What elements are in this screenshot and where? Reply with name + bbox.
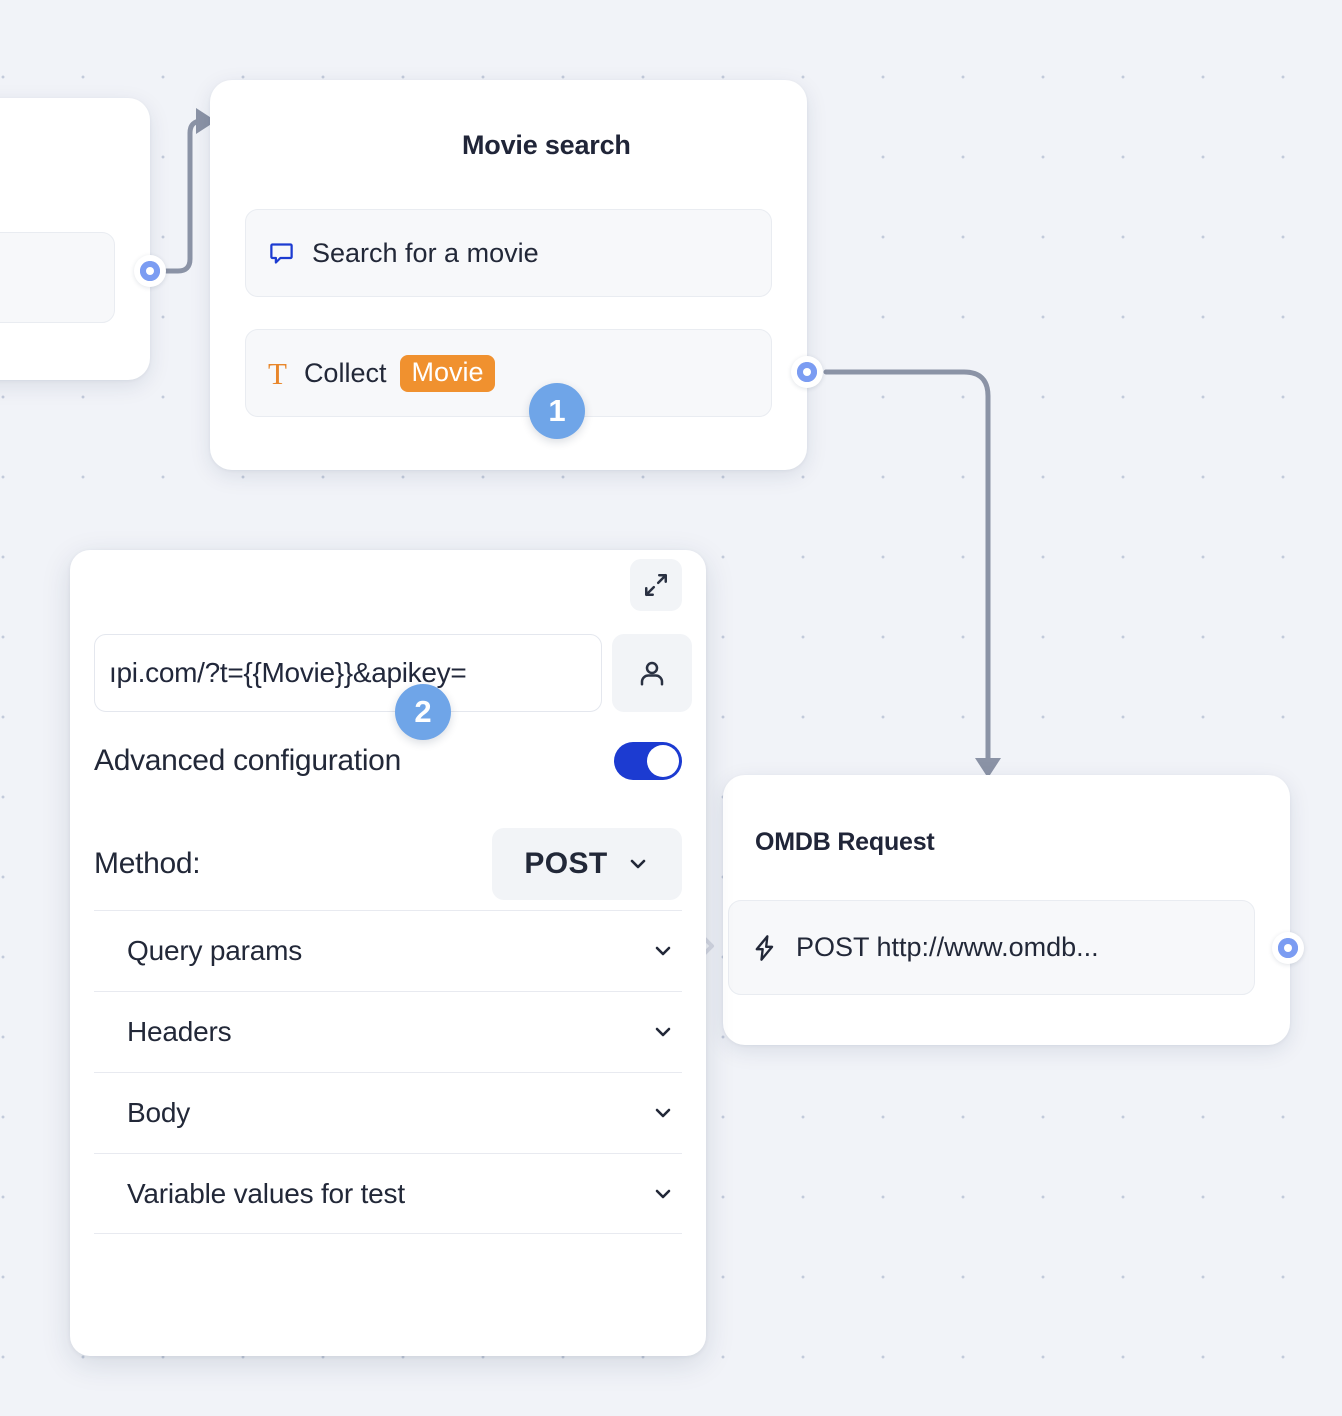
accordion-label: Headers bbox=[127, 1016, 232, 1047]
connection-handle-movie-search-output[interactable] bbox=[791, 356, 823, 388]
person-icon-button[interactable] bbox=[612, 634, 692, 712]
chevron-down-icon bbox=[651, 1182, 675, 1206]
node-row-search-for-a-movie[interactable]: Search for a movie bbox=[245, 209, 772, 297]
accordion-label: Body bbox=[127, 1097, 191, 1128]
step-badge-2: 2 bbox=[395, 684, 451, 740]
edge-movie-search-to-omdb bbox=[823, 369, 991, 763]
chevron-down-icon bbox=[651, 1020, 675, 1044]
connection-handle-left-node-output[interactable] bbox=[134, 255, 166, 287]
person-icon bbox=[640, 661, 664, 686]
step-badge-1: 1 bbox=[529, 383, 585, 439]
node-row-omdb-post[interactable]: POST http://www.omdb... bbox=[728, 900, 1255, 995]
method-selected-value: POST bbox=[524, 847, 608, 880]
connection-handle-omdb-output[interactable] bbox=[1272, 932, 1304, 964]
url-row bbox=[94, 634, 692, 712]
accordion-label: Query params bbox=[127, 935, 302, 966]
node-row-collect[interactable]: T Collect Movie bbox=[245, 329, 772, 417]
node-row-omdb-label: POST http://www.omdb... bbox=[796, 932, 1099, 962]
variable-chip-movie[interactable]: Movie bbox=[400, 354, 495, 392]
node-omdb-request[interactable]: OMDB Request POST http://www.omdb... bbox=[723, 775, 1290, 1045]
toggle-knob bbox=[647, 745, 679, 777]
accordion-item-variable-values-for-test[interactable]: Variable values for test bbox=[94, 1153, 682, 1234]
request-config-panel: Advanced configuration Method: POST Quer… bbox=[70, 550, 706, 1356]
request-url-input[interactable] bbox=[94, 634, 602, 712]
accordion-item-headers[interactable]: Headers bbox=[94, 991, 682, 1072]
expand-diagonal-icon[interactable] bbox=[630, 559, 682, 611]
method-label: Method: bbox=[94, 847, 201, 880]
advanced-configuration-row: Advanced configuration bbox=[94, 742, 682, 780]
accordion-item-body[interactable]: Body bbox=[94, 1072, 682, 1153]
chevron-down-icon bbox=[651, 939, 675, 963]
node-omdb-title: OMDB Request bbox=[755, 828, 935, 856]
method-select[interactable]: POST bbox=[492, 828, 682, 900]
method-row: Method: POST bbox=[94, 828, 682, 900]
message-bubble-icon bbox=[268, 240, 295, 267]
advanced-configuration-toggle[interactable] bbox=[614, 742, 682, 780]
node-partial-left[interactable] bbox=[0, 98, 150, 380]
edge-left-to-movie-search bbox=[163, 118, 210, 274]
text-field-icon: T bbox=[268, 355, 287, 391]
chevron-down-icon bbox=[651, 1101, 675, 1125]
node-partial-left-row[interactable] bbox=[0, 232, 115, 323]
node-row-collect-label: Collect bbox=[303, 357, 387, 388]
node-movie-search[interactable]: Movie search Search for a movie T Collec… bbox=[210, 80, 807, 470]
accordion-item-query-params[interactable]: Query params bbox=[94, 910, 682, 991]
accordion-sections: Query params Headers Body Variable value… bbox=[94, 910, 682, 1234]
advanced-configuration-label: Advanced configuration bbox=[94, 744, 401, 777]
lightning-bolt-icon bbox=[751, 934, 779, 962]
accordion-label: Variable values for test bbox=[127, 1177, 405, 1209]
chevron-down-icon bbox=[626, 852, 650, 876]
node-row-search-label: Search for a movie bbox=[312, 237, 539, 268]
node-movie-search-title: Movie search bbox=[462, 130, 631, 160]
